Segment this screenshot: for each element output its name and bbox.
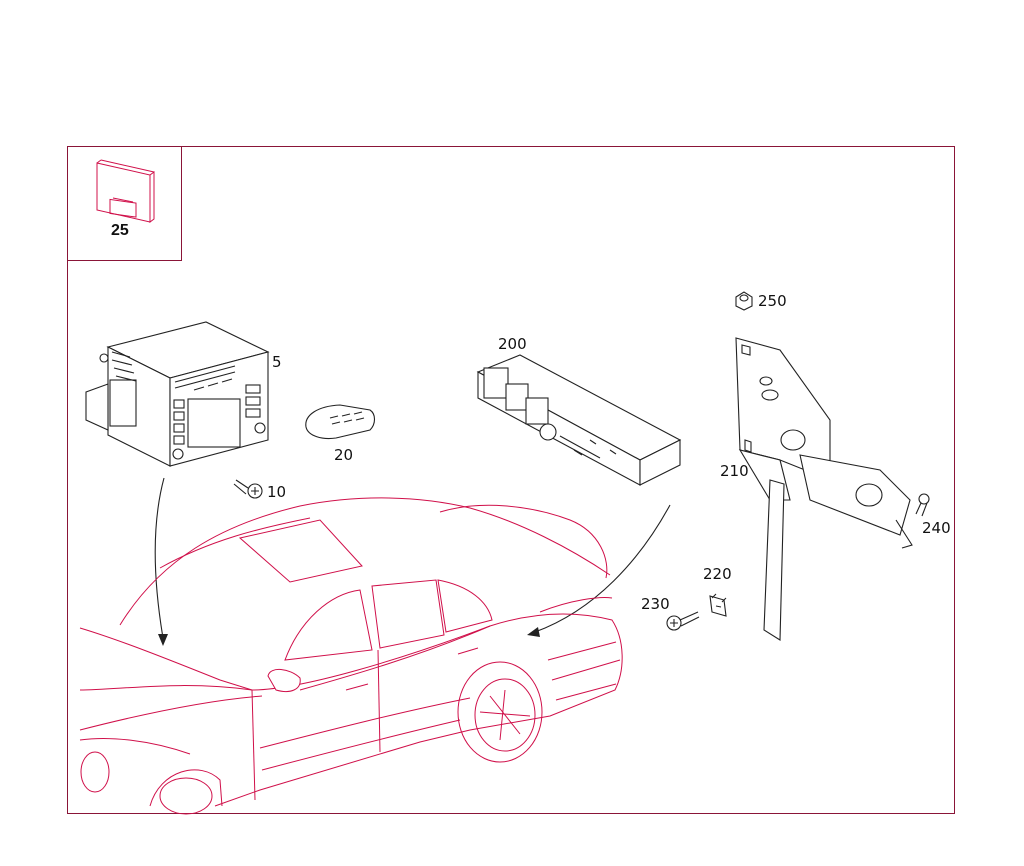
part-label-240: 240 [922,519,951,537]
clip-220-icon [709,593,727,617]
part-label-210: 210 [720,462,749,480]
head-unit-radio [85,321,270,467]
screw-240-icon [915,493,930,517]
part-label-10: 10 [267,483,286,501]
control-module-200 [476,354,682,486]
manual-inset-box [67,146,182,261]
part-label-5: 5 [272,353,282,371]
part-label-250: 250 [758,292,787,310]
screw-10-icon [233,479,263,499]
part-label-20: 20 [334,446,353,464]
manual-booklet-icon [96,159,155,223]
nut-250-icon [735,291,753,311]
arrow-to-dashboard-icon [154,477,168,646]
part-label-200: 200 [498,335,527,353]
part-label-220: 220 [703,565,732,583]
arrow-to-trunk-icon [527,504,671,637]
part-label-230: 230 [641,595,670,613]
vehicle-outline [79,497,623,815]
part-label-25: 25 [111,222,129,239]
screw-230-icon [666,611,700,631]
bracket-210 [735,337,913,641]
remote-key-fob [305,404,376,440]
diagram-frame [67,146,955,814]
